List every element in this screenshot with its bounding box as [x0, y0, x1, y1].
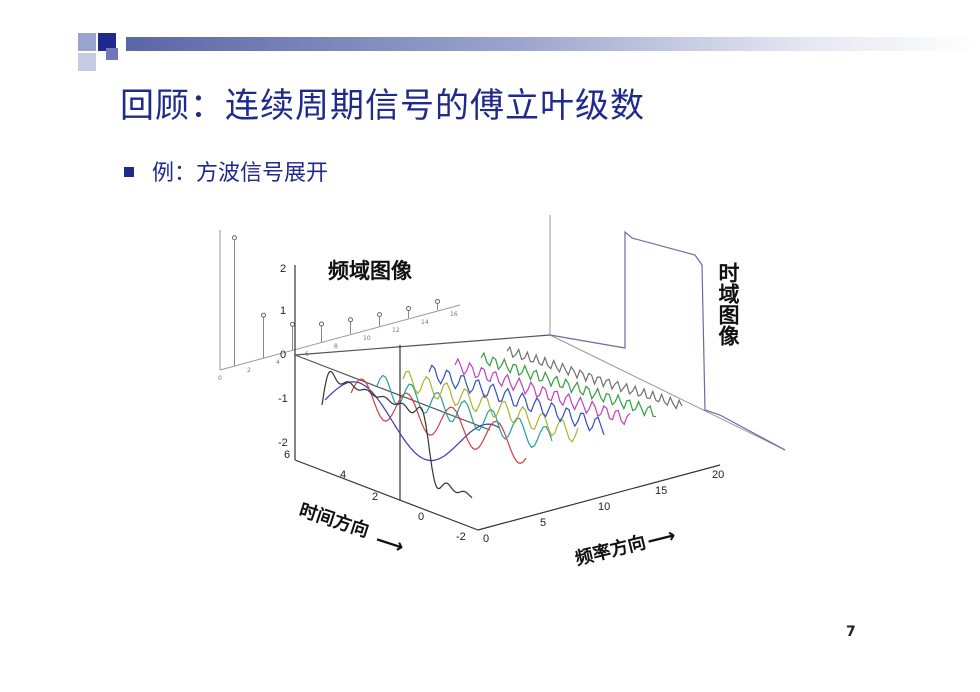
stem-marker [348, 317, 353, 323]
main-axes [294, 265, 721, 531]
time-domain-label: 时域图像 [716, 262, 740, 346]
v-tick: -2 [278, 437, 288, 449]
freq-tick: 15 [655, 485, 667, 497]
time-tick: 4 [340, 469, 346, 481]
stem-marker [319, 321, 324, 327]
freq-axis-arrow: ⟶ [644, 523, 678, 553]
harmonic-wave [454, 357, 631, 426]
inset-tick-label: 8 [334, 343, 338, 350]
inset-tick-label: 12 [392, 327, 400, 334]
inset-tick-label: 14 [421, 319, 429, 326]
inset-stems [232, 235, 440, 366]
inset-x-axis [219, 304, 461, 371]
stem-marker [232, 235, 237, 241]
harmonic-wave [350, 378, 527, 465]
page-number: 7 [846, 624, 856, 640]
time-tick: 6 [284, 449, 290, 461]
harmonic-wave [376, 374, 553, 449]
decor-square-3 [78, 53, 96, 71]
slide-title: 回顾：连续周期信号的傅立叶级数 [120, 86, 645, 126]
harmonic-wave [428, 364, 605, 435]
inset-tick-label: 4 [276, 359, 280, 366]
inset-tick-label: 16 [450, 311, 458, 318]
freq-tick: 20 [712, 469, 724, 481]
harmonic-wave [506, 345, 683, 410]
stem-marker [377, 312, 382, 318]
harmonic-wave [480, 351, 657, 418]
zero-plane-back-line [294, 334, 551, 356]
time-tick: 0 [418, 511, 424, 523]
harmonic-wave [324, 381, 501, 462]
header-gradient-bar [126, 37, 980, 51]
harmonic-waves [321, 345, 683, 499]
bullet-square-icon [124, 167, 134, 177]
summed-square-wave [321, 370, 473, 499]
freq-axis-label: 频率方向 [573, 531, 648, 570]
v-tick: -1 [278, 393, 288, 405]
stem-marker [290, 321, 295, 327]
v-tick: 1 [280, 305, 286, 317]
stem-marker [406, 306, 411, 311]
stem-marker [261, 312, 266, 318]
freq-tick: 10 [598, 501, 610, 513]
decor-square-1 [78, 33, 96, 51]
time-axis [294, 459, 479, 531]
time-tick: -2 [456, 531, 466, 543]
decor-square-4 [106, 48, 118, 60]
frequency-axis [477, 464, 721, 531]
inset-time-plot [549, 215, 786, 451]
time-axis-label: 时间方向 [296, 499, 371, 542]
harmonic-wave [402, 370, 579, 443]
stem-marker [435, 298, 440, 304]
v-tick: 0 [280, 349, 286, 361]
time-tick: 2 [372, 491, 378, 503]
inset-tick-label: 2 [247, 367, 251, 374]
freq-tick: 0 [483, 533, 489, 545]
inset-stem-plot [219, 230, 461, 371]
square-wave-line [549, 230, 786, 451]
freq-tick: 5 [540, 517, 546, 529]
inset-tick-label: 0 [218, 375, 222, 382]
v-tick: 2 [280, 263, 286, 275]
inset-tick-label: 10 [363, 335, 371, 342]
decor-square-2 [98, 33, 116, 51]
zero-plane-left-line [294, 354, 491, 431]
inset-time-x-axis [549, 334, 786, 451]
bullet-text: 例：方波信号展开 [152, 161, 329, 186]
time-axis-arrow: ⟶ [372, 527, 407, 559]
freq-domain-label: 频域图像 [328, 259, 413, 283]
